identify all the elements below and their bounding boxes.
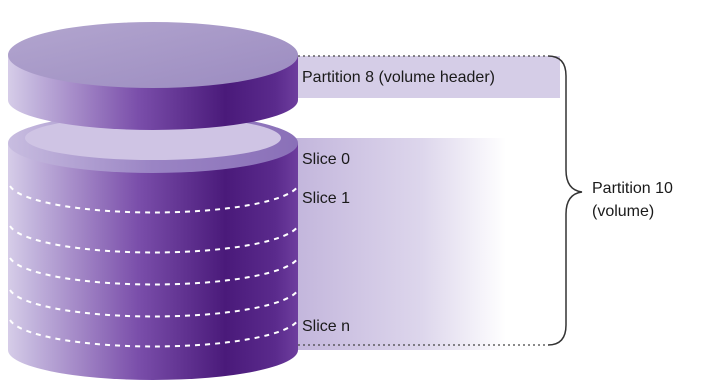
volume-cylinder — [8, 113, 298, 380]
partition-10-brace — [547, 55, 583, 346]
slice-line-3 — [9, 257, 299, 286]
volume-header-band — [296, 56, 560, 98]
slice0-label: Slice 0 — [302, 151, 350, 168]
volume-header-disk — [8, 22, 298, 130]
leader-lines — [298, 55, 548, 346]
volume-band — [296, 138, 506, 350]
partition8-label: Partition 8 (volume header) — [302, 69, 495, 86]
partition10-label-line1: Partition 10 — [592, 180, 673, 197]
slice-separators — [9, 185, 299, 348]
slice-line-1 — [9, 185, 299, 214]
slice-line-5 — [9, 319, 299, 348]
slice1-label: Slice 1 — [302, 190, 350, 207]
slice-line-2 — [9, 225, 299, 254]
slice-n-label: Slice n — [302, 318, 350, 335]
partition10-label-line2: (volume) — [592, 203, 654, 220]
slice-line-4 — [9, 289, 299, 318]
